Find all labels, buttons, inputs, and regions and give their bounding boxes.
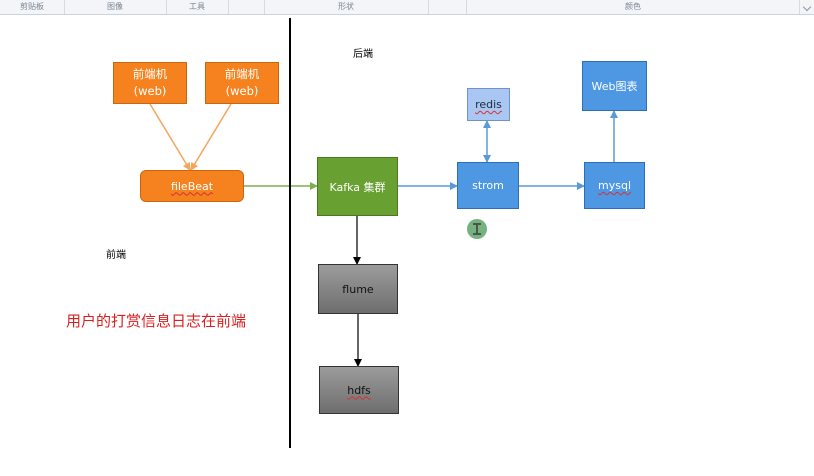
ribbon-collapse-icon[interactable] <box>799 0 814 14</box>
ribbon-group-clipboard[interactable]: 剪贴板 <box>0 0 65 14</box>
ribbon-group-spacer <box>228 0 265 14</box>
flume-label: flume <box>342 282 374 296</box>
strom-label: strom <box>472 179 504 192</box>
frontend-log-note: 用户的打赏信息日志在前端 <box>66 312 247 330</box>
frontend-backend-divider <box>289 18 291 448</box>
kafka-cluster-node[interactable]: Kafka 集群 <box>317 157 398 216</box>
hdfs-label: hdfs <box>347 383 371 397</box>
strom-node[interactable]: strom <box>457 162 519 209</box>
web1-subtitle: (web) <box>133 84 167 98</box>
redis-label: redis <box>475 98 502 111</box>
filebeat-node[interactable]: fileBeat <box>140 170 244 202</box>
mysql-node[interactable]: mysql <box>584 162 645 209</box>
text-cursor-icon <box>467 219 487 239</box>
flume-node[interactable]: flume <box>318 264 398 314</box>
filebeat-label: fileBeat <box>170 179 214 193</box>
ribbon-group-image[interactable]: 图像 <box>64 0 167 14</box>
kafka-label: Kafka 集群 <box>329 180 386 194</box>
web-chart-label: Web图表 <box>591 80 638 93</box>
frontend-web-node-1[interactable]: 前端机 (web) <box>113 62 187 104</box>
web1-title: 前端机 <box>132 67 168 81</box>
backend-label: 后端 <box>353 49 373 60</box>
frontend-label: 前端 <box>106 250 126 261</box>
web-chart-node[interactable]: Web图表 <box>582 61 647 111</box>
ribbon-group-shapes[interactable]: 形状 <box>264 0 429 14</box>
arrow-web1-filebeat <box>149 103 191 171</box>
arrow-web2-filebeat <box>190 103 232 171</box>
frontend-web-node-2[interactable]: 前端机 (web) <box>205 62 279 104</box>
web2-subtitle: (web) <box>225 84 259 98</box>
web2-title: 前端机 <box>224 67 260 81</box>
ribbon-group-tools[interactable]: 工具 <box>166 0 229 14</box>
paint-ribbon: 剪贴板 图像 工具 形状 颜色 <box>0 0 814 15</box>
ribbon-group-spacer-2 <box>428 0 467 14</box>
redis-node[interactable]: redis <box>467 88 510 121</box>
hdfs-node[interactable]: hdfs <box>319 366 399 414</box>
mysql-label: mysql <box>598 179 631 192</box>
ribbon-group-colors[interactable]: 颜色 <box>625 2 641 11</box>
